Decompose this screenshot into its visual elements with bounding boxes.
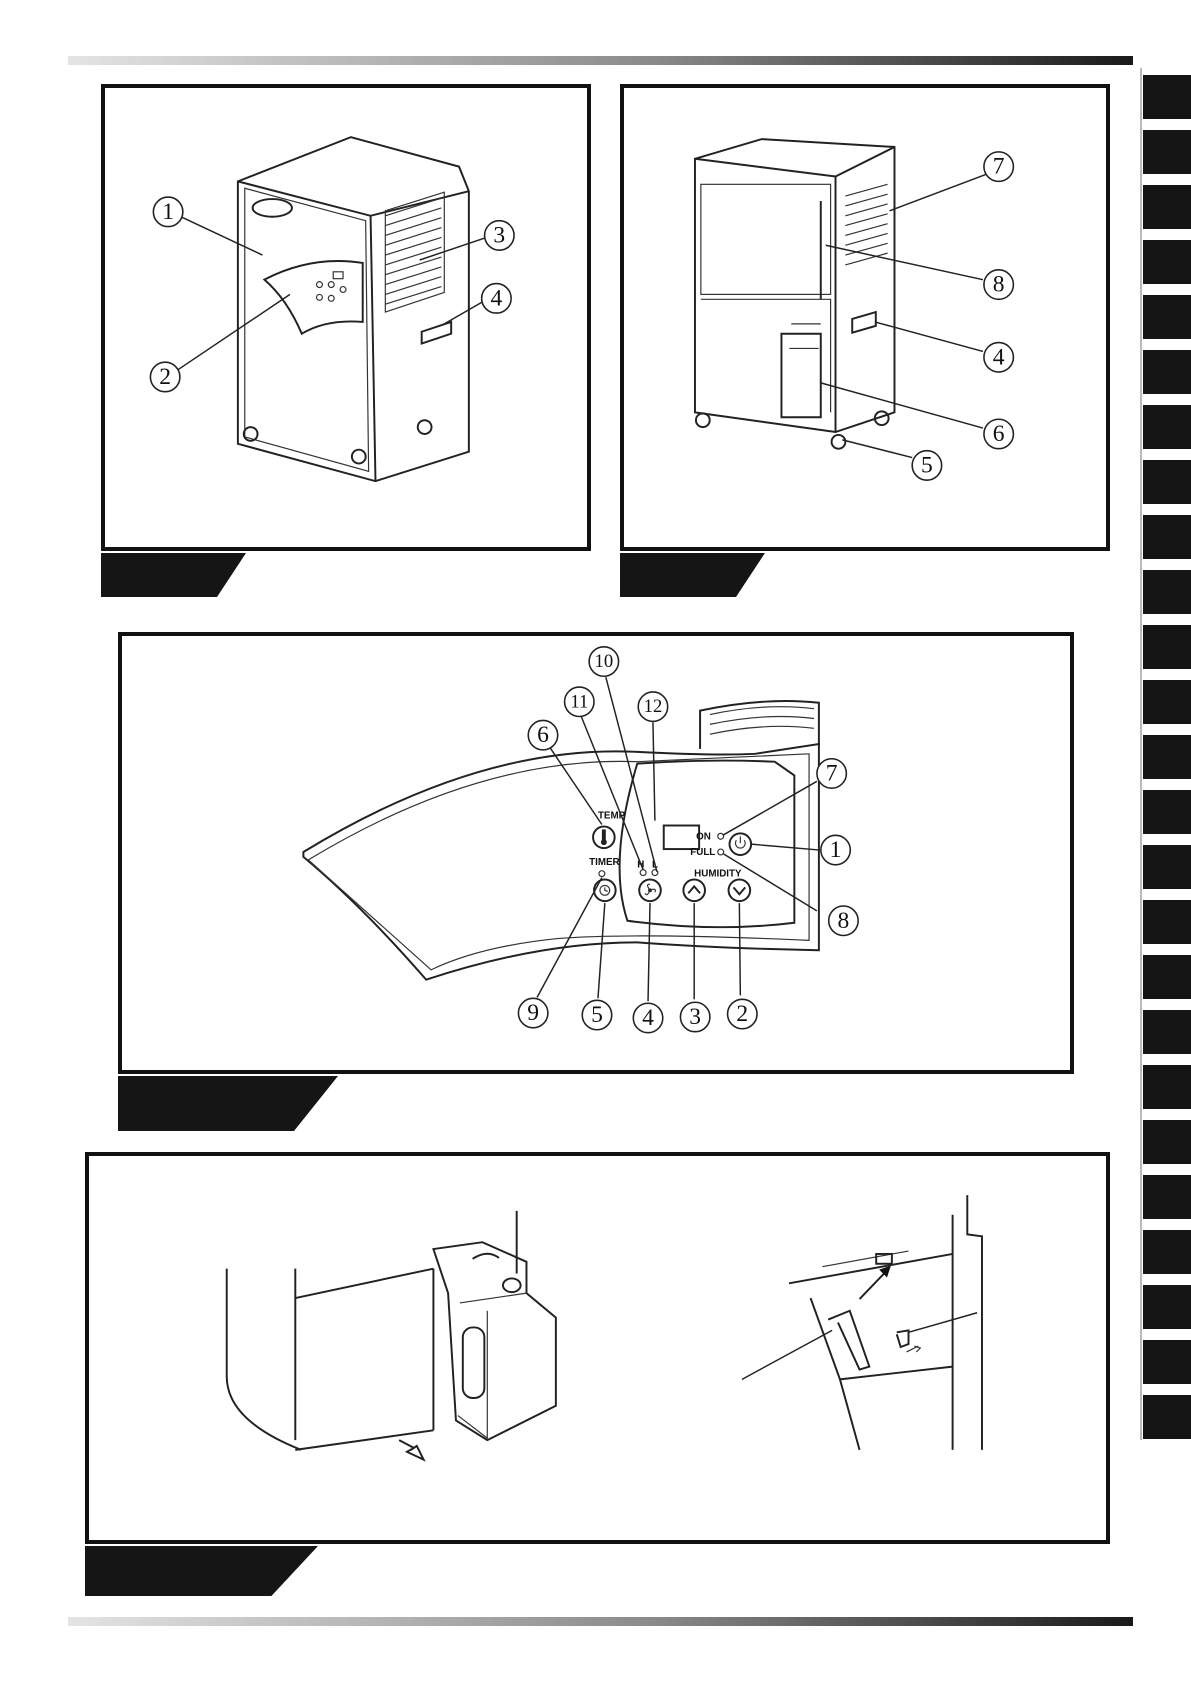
- callout-panel-9: 9: [518, 998, 547, 1027]
- label-on: ON: [696, 831, 711, 842]
- callout-back-7: 7: [984, 152, 1013, 181]
- arrow-up-icon: [688, 886, 700, 893]
- side-tab: [1143, 75, 1191, 119]
- callout-panel-3: 3: [680, 1002, 709, 1031]
- side-tab: [1143, 625, 1191, 669]
- figure-back-caption-tab: [620, 553, 765, 597]
- bottom-rule: [68, 1617, 1133, 1626]
- side-tab: [1143, 295, 1191, 339]
- label-humidity: HUMIDITY: [694, 869, 742, 880]
- side-tab: [1143, 405, 1191, 449]
- side-tab: [1143, 1175, 1191, 1219]
- side-tab: [1143, 1065, 1191, 1109]
- callout-back-4: 4: [984, 343, 1013, 372]
- arrow-icon: [399, 1440, 423, 1460]
- side-tab: [1143, 570, 1191, 614]
- svg-text:3: 3: [493, 222, 505, 248]
- svg-text:4: 4: [490, 285, 502, 311]
- figure-front-caption-tab: [101, 553, 246, 597]
- side-tab: [1143, 1285, 1191, 1329]
- side-tab: [1143, 955, 1191, 999]
- svg-text:7: 7: [993, 154, 1005, 180]
- arrow-down-icon: [733, 887, 745, 894]
- callout-panel-1: 1: [821, 835, 850, 864]
- figure-panel-caption-tab: [118, 1076, 338, 1131]
- side-tab: [1143, 1230, 1191, 1274]
- side-tab: [1143, 350, 1191, 394]
- svg-text:5: 5: [591, 1002, 603, 1028]
- side-tab: [1143, 1120, 1191, 1164]
- callout-panel-6: 6: [528, 720, 557, 749]
- svg-text:3: 3: [689, 1004, 701, 1030]
- dehumidifier-back-drawing: 7 8 4 6 5: [624, 88, 1106, 547]
- side-tab: [1143, 1395, 1191, 1439]
- svg-text:9: 9: [527, 1000, 539, 1026]
- side-tab: [1143, 680, 1191, 724]
- fan-icon: [645, 884, 655, 894]
- side-tab: [1143, 790, 1191, 834]
- callout-back-6: 6: [984, 419, 1013, 448]
- callout-front-4: 4: [482, 284, 511, 313]
- control-panel-drawing: TEMP TIMER H L ON FULL HUMIDITY 10 11 12…: [122, 636, 1070, 1070]
- side-tab: [1143, 515, 1191, 559]
- side-tab: [1143, 240, 1191, 284]
- dehumidifier-front-drawing: 1 2 3 4: [105, 88, 587, 547]
- clock-icon: [600, 885, 610, 895]
- callout-panel-8: 8: [829, 906, 858, 935]
- svg-text:8: 8: [993, 272, 1005, 298]
- top-rule: [68, 56, 1133, 65]
- svg-text:2: 2: [736, 1001, 748, 1027]
- svg-text:6: 6: [537, 722, 549, 748]
- callout-panel-11: 11: [565, 687, 594, 716]
- svg-text:7: 7: [826, 760, 838, 786]
- thermometer-icon: [601, 829, 607, 845]
- callout-panel-12: 12: [638, 692, 667, 721]
- callout-panel-4: 4: [633, 1003, 662, 1032]
- drain-plug: [828, 1311, 869, 1370]
- callout-back-5: 5: [912, 451, 941, 480]
- callout-panel-2: 2: [728, 999, 757, 1028]
- callout-front-3: 3: [485, 221, 514, 250]
- callout-panel-10: 10: [589, 647, 618, 676]
- svg-text:10: 10: [595, 651, 614, 672]
- svg-text:6: 6: [993, 421, 1005, 447]
- svg-text:5: 5: [921, 452, 933, 478]
- label-timer: TIMER: [589, 857, 619, 868]
- label-full: FULL: [690, 847, 715, 858]
- svg-text:4: 4: [993, 344, 1005, 370]
- callout-front-2: 2: [150, 362, 179, 391]
- svg-text:2: 2: [159, 364, 171, 390]
- side-tab: [1143, 900, 1191, 944]
- side-tab: [1143, 1010, 1191, 1054]
- figure-back-view: 7 8 4 6 5: [620, 84, 1110, 551]
- svg-text:8: 8: [838, 908, 850, 934]
- side-tab: [1143, 185, 1191, 229]
- svg-text:4: 4: [642, 1005, 654, 1031]
- svg-text:12: 12: [644, 696, 663, 717]
- svg-text:1: 1: [830, 837, 842, 863]
- figure-front-view: 1 2 3 4: [101, 84, 591, 551]
- side-tab: [1143, 735, 1191, 779]
- callout-panel-5: 5: [582, 1000, 611, 1029]
- water-tank-drawing: [89, 1156, 1106, 1540]
- figure-tank-caption-tab: [85, 1546, 318, 1596]
- power-icon: [735, 836, 745, 848]
- side-tab: [1143, 1340, 1191, 1384]
- side-tab-strip: [1140, 68, 1142, 1440]
- figure-control-panel: TEMP TIMER H L ON FULL HUMIDITY 10 11 12…: [118, 632, 1074, 1074]
- side-tab: [1143, 130, 1191, 174]
- callout-back-8: 8: [984, 270, 1013, 299]
- svg-text:1: 1: [162, 199, 174, 225]
- callout-front-1: 1: [153, 197, 182, 226]
- figure-water-tank: [85, 1152, 1110, 1544]
- svg-text:11: 11: [570, 691, 588, 712]
- side-tab: [1143, 460, 1191, 504]
- callout-panel-7: 7: [817, 759, 846, 788]
- side-tab: [1143, 845, 1191, 889]
